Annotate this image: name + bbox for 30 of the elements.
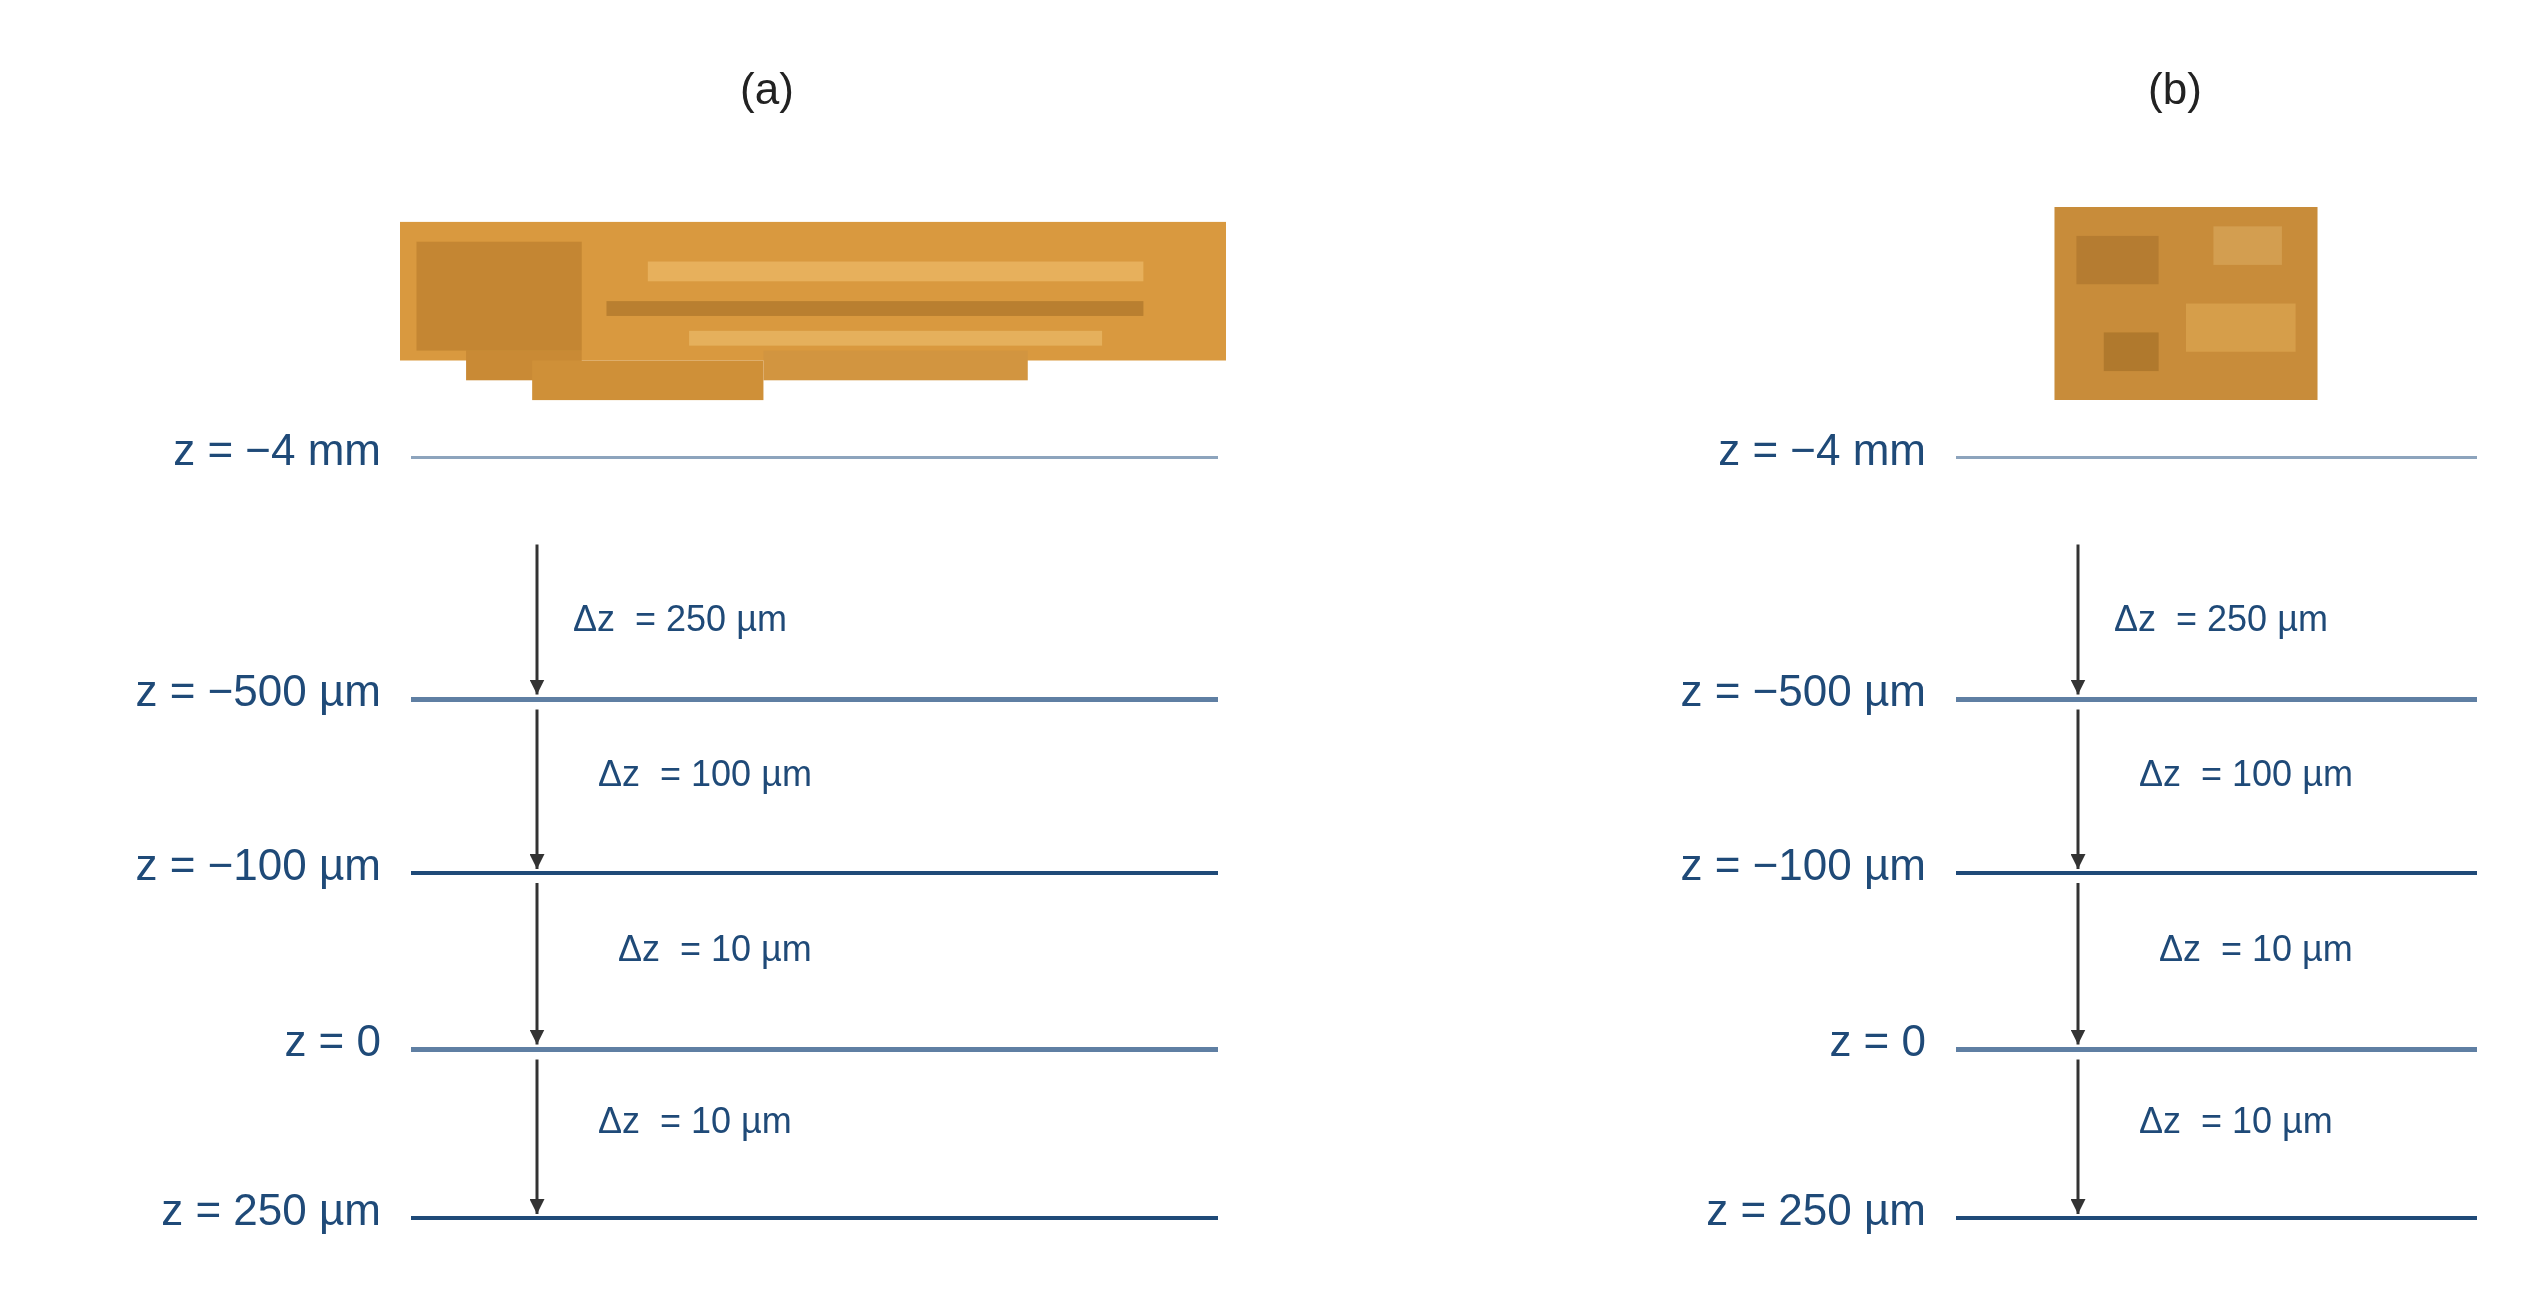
level-label: z = 250 µm (161, 1188, 381, 1232)
arrow (529, 1059, 545, 1214)
level-line (1956, 455, 2477, 459)
edge-label: Δz = 250 µm (573, 601, 787, 637)
level-line (411, 455, 1218, 459)
level-label: z = −100 µm (1680, 843, 1926, 887)
level-label: z = −500 µm (1680, 668, 1926, 713)
edge-label: Δz = 10 µm (598, 1103, 792, 1140)
edge-label: Δz = 10 µm (618, 930, 812, 967)
level-label: z = −500 µm (135, 668, 381, 713)
panel-label: (b) (2148, 67, 2202, 111)
edge-label: Δz = 250 µm (2114, 601, 2328, 637)
arrow (529, 709, 545, 869)
arrow (2070, 1059, 2086, 1214)
arrow (2070, 544, 2086, 695)
level-label: z = −4 mm (173, 427, 381, 472)
edge-label: Δz = 100 µm (598, 755, 812, 792)
level-label: z = −4 mm (1718, 427, 1926, 472)
arrow (529, 883, 545, 1045)
level-label: z = 0 (284, 1018, 381, 1063)
level-label: z = −100 µm (135, 843, 381, 887)
level-label: z = 0 (1829, 1018, 1926, 1063)
arrow (529, 544, 545, 695)
level-label: z = 250 µm (1706, 1188, 1926, 1232)
edge-label: Δz = 100 µm (2139, 755, 2353, 792)
edge-label: Δz = 10 µm (2139, 1103, 2333, 1140)
arrow (2070, 709, 2086, 869)
edge-label: Δz = 10 µm (2159, 930, 2353, 967)
arrow (2070, 883, 2086, 1045)
panel-label: (a) (740, 67, 794, 111)
